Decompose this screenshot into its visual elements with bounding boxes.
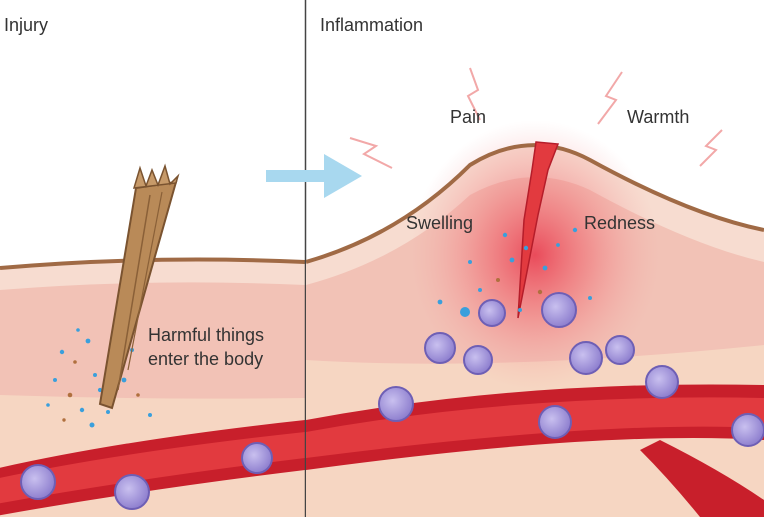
left-cells xyxy=(20,442,273,510)
wound xyxy=(517,141,560,319)
label-harmful-line1: Harmful things xyxy=(148,325,265,345)
right-panel xyxy=(306,67,764,517)
splinter xyxy=(98,163,180,410)
arrow-icon xyxy=(266,154,362,198)
right-cells xyxy=(378,292,764,447)
panel-title-injury: Injury xyxy=(4,15,49,35)
right-particles xyxy=(437,227,592,317)
panel-title-inflammation: Inflammation xyxy=(320,15,424,35)
right-skin-outline xyxy=(306,143,764,264)
label-harmful-things: Harmful things enter the body xyxy=(148,323,264,371)
label-harmful-line2: enter the body xyxy=(148,349,264,369)
label-warmth: Warmth xyxy=(627,107,690,127)
left-panel xyxy=(0,163,305,517)
pain-spark-icons xyxy=(349,67,723,169)
label-pain: Pain xyxy=(450,107,487,127)
label-redness: Redness xyxy=(584,213,656,233)
label-swelling: Swelling xyxy=(406,213,474,233)
inflammation-glow xyxy=(410,120,660,390)
